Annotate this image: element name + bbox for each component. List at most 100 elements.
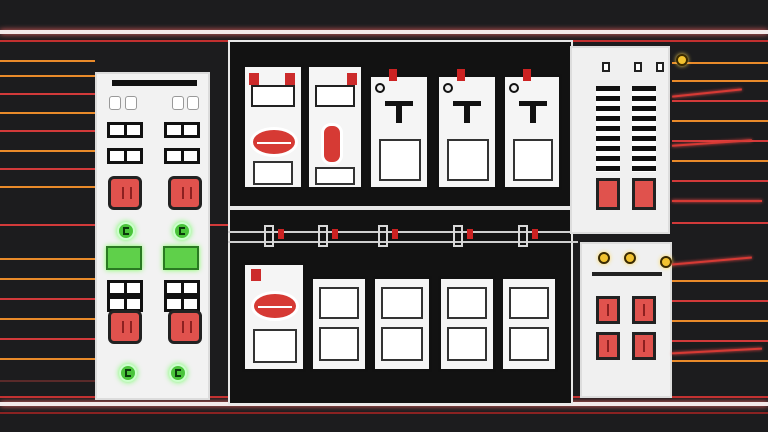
busbar-clamp	[453, 225, 463, 247]
handle-bar	[519, 101, 547, 106]
bg-stripe	[0, 93, 95, 95]
breaker-module[interactable]	[372, 276, 432, 372]
module-base	[253, 161, 293, 185]
frame-top-rail	[0, 30, 768, 34]
indicator-led-icon	[676, 54, 688, 66]
module-cap	[251, 85, 295, 107]
bg-stripe	[0, 380, 95, 382]
busbar-assembly	[228, 225, 578, 251]
left-control-panel	[95, 72, 210, 400]
toggle-switch[interactable]	[164, 280, 200, 296]
toggle-switch[interactable]	[107, 280, 143, 296]
indicator-led-icon	[598, 252, 610, 264]
red-breaker-button[interactable]	[632, 178, 656, 210]
bg-stripe	[672, 80, 768, 82]
module-face	[319, 327, 359, 361]
cable-line	[672, 200, 762, 202]
module-tab	[249, 73, 259, 85]
red-breaker-button[interactable]	[108, 176, 142, 210]
module-face	[319, 287, 359, 319]
module-base	[315, 167, 355, 185]
module-tab	[347, 73, 357, 85]
red-breaker-button[interactable]	[596, 332, 620, 360]
breaker-module[interactable]	[242, 64, 304, 190]
busbar-connector	[332, 229, 338, 239]
breaker-module[interactable]	[436, 69, 498, 190]
bg-stripe	[0, 150, 95, 152]
breaker-module[interactable]	[500, 276, 558, 372]
module-face	[447, 287, 487, 319]
bg-stripe	[672, 100, 768, 102]
status-led-icon	[169, 364, 187, 382]
vent-grille	[596, 86, 620, 172]
bg-stripe	[0, 258, 95, 260]
red-breaker-button[interactable]	[596, 178, 620, 210]
bg-stripe	[672, 340, 768, 342]
cable-line	[672, 88, 742, 98]
bg-stripe	[0, 60, 95, 62]
busbar-clamp	[318, 225, 328, 247]
module-knob	[509, 83, 519, 93]
module-face	[447, 139, 489, 181]
toggle-switch[interactable]	[107, 122, 143, 138]
breaker-module[interactable]	[242, 262, 306, 372]
status-led-icon	[119, 364, 137, 382]
busbar-connector	[392, 229, 398, 239]
module-face	[509, 287, 549, 319]
busbar-connector	[278, 229, 284, 239]
module-face	[513, 139, 553, 181]
red-breaker-button[interactable]	[168, 176, 202, 210]
right-control-panel-lower	[580, 242, 672, 398]
handle-bar	[385, 101, 413, 106]
busbar-clamp	[264, 225, 274, 247]
busbar-connector	[467, 229, 473, 239]
breaker-module[interactable]	[306, 64, 364, 190]
bg-stripe	[672, 360, 768, 362]
indicator-light	[125, 96, 137, 110]
toggle-switch[interactable]	[164, 122, 200, 138]
module-base	[253, 329, 297, 363]
panel-header-bar	[112, 80, 197, 86]
red-breaker-button[interactable]	[632, 296, 656, 324]
green-indicator-panel	[163, 246, 199, 270]
red-tag	[457, 69, 465, 81]
module-tab	[251, 269, 261, 281]
module-face	[381, 327, 423, 361]
bg-stripe	[0, 338, 95, 340]
green-indicator-panel	[106, 246, 142, 270]
module-face	[379, 139, 421, 181]
red-breaker-button[interactable]	[108, 310, 142, 344]
toggle-switch[interactable]	[164, 148, 200, 164]
red-contact-indicator	[321, 123, 343, 165]
module-face	[447, 327, 487, 361]
bg-stripe	[672, 120, 768, 122]
red-breaker-button[interactable]	[632, 332, 656, 360]
handle-bar	[453, 101, 481, 106]
bg-stripe	[0, 112, 95, 114]
vent-grille	[632, 86, 656, 172]
indicator-led-icon	[660, 256, 672, 268]
red-breaker-button[interactable]	[596, 296, 620, 324]
indicator-light	[602, 62, 610, 72]
bg-stripe	[0, 186, 95, 188]
red-breaker-button[interactable]	[168, 310, 202, 344]
bg-stripe	[672, 62, 768, 64]
bg-stripe	[0, 168, 95, 170]
breaker-module[interactable]	[310, 276, 368, 372]
breaker-module[interactable]	[502, 69, 562, 190]
toggle-switch[interactable]	[107, 148, 143, 164]
right-control-panel-upper	[570, 46, 670, 234]
module-cap	[315, 85, 355, 107]
breaker-module[interactable]	[368, 69, 430, 190]
bg-stripe	[672, 300, 768, 302]
module-face	[509, 327, 549, 361]
busbar-rail	[228, 231, 578, 233]
module-tab	[285, 73, 295, 85]
breaker-module[interactable]	[438, 276, 496, 372]
bg-stripe	[672, 222, 768, 224]
bg-stripe	[0, 75, 95, 77]
status-led-icon	[117, 222, 135, 240]
bg-stripe	[672, 180, 768, 182]
indicator-light	[109, 96, 121, 110]
red-trip-indicator	[251, 291, 299, 321]
